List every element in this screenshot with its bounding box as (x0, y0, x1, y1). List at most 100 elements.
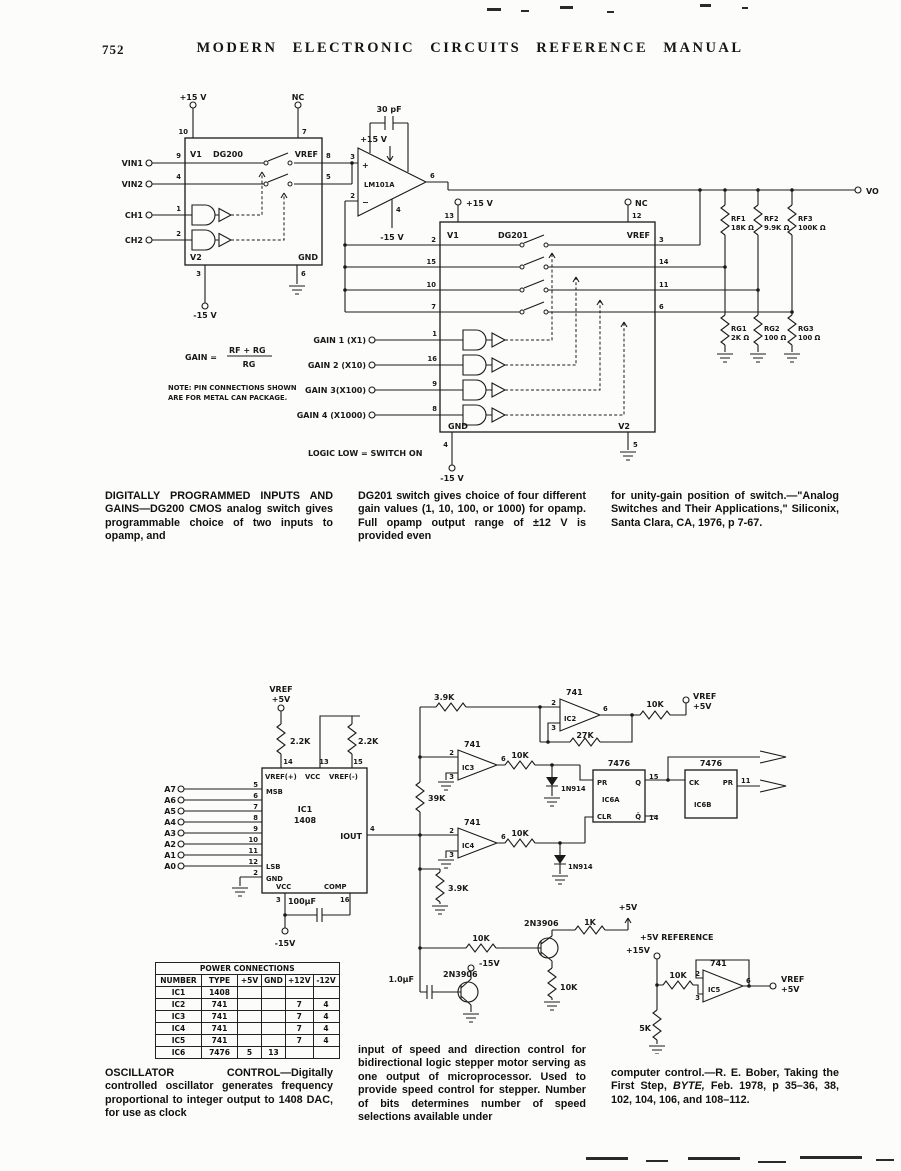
power-table-cell (237, 1022, 262, 1035)
dac-pin8: 8 (253, 814, 258, 822)
transistor-q2-label: 2N3906 (443, 970, 478, 979)
r10k-collector-label: 10K (560, 983, 578, 992)
dac-vcc-top-label: VCC (305, 773, 320, 781)
dg201-pin15: 15 (427, 258, 437, 266)
power-table-row: IC1 1408 (155, 986, 340, 999)
opamp-ic5-symbol (702, 969, 745, 1003)
dac-minus15-label: -15V (275, 939, 296, 948)
dg200-name-label: DG200 (213, 150, 243, 159)
gain-formula-lhs: GAIN = (185, 353, 217, 362)
ff-a-q-label: Q (635, 779, 641, 787)
ic4-pin2: 2 (449, 827, 454, 835)
r10k-a-label: 10K (511, 751, 529, 760)
dg200-vplus-label: +15 V (180, 93, 208, 102)
scan-artifact (876, 1159, 894, 1161)
gain2-label: GAIN 2 (X10) (308, 361, 366, 370)
dac-gnd-label: GND (266, 875, 283, 883)
ff-a-pr-label: PR (597, 779, 608, 787)
opamp-pin6: 6 (430, 172, 435, 180)
ff-a-clr-label: CLR (597, 813, 612, 821)
dg201-pin1: 1 (432, 330, 437, 338)
power-table-cell (312, 1046, 340, 1059)
dac-pin14: 14 (283, 758, 293, 766)
dg201-pin12: 12 (632, 212, 642, 220)
dac-ic1-label: IC1 (298, 805, 313, 814)
dg201-pin8: 8 (432, 405, 437, 413)
dg201-pin4: 4 (443, 441, 448, 449)
scan-artifact (688, 1157, 740, 1160)
opamp-minus-sign: − (362, 198, 369, 207)
caption2-col2: input of speed and direction control for… (358, 1044, 586, 1124)
r1k-label: 1K (584, 918, 597, 927)
r5k-label: 5K (639, 1024, 652, 1033)
power-table-header-row: NUMBER TYPE +5V GND +12V -12V (155, 974, 340, 987)
dac-comp-label: COMP (324, 883, 347, 891)
dg201-gnd-label: GND (448, 422, 468, 431)
ff-a-type-label: 7476 (608, 759, 631, 768)
ic2-type-label: 741 (566, 688, 583, 697)
power-table-cell: 4 (312, 1010, 340, 1023)
power-table-cell: 7476 (201, 1046, 238, 1059)
power-table-row: IC4 741 7 4 (155, 1022, 340, 1035)
ic5-pin2: 2 (695, 970, 700, 978)
input-a4-label: A4 (164, 818, 176, 827)
cap-100uf-label: 100μF (288, 897, 316, 906)
gain-formula-numerator: RF + RG (229, 346, 266, 355)
switch-blades (267, 152, 545, 311)
output-arrows (759, 750, 787, 793)
power-table-cell (261, 986, 286, 999)
power-table-cell: 7 (285, 1034, 314, 1047)
dg201-pin13: 13 (445, 212, 455, 220)
figure2-wiring (184, 703, 787, 1044)
opamp-ic2-symbol (559, 698, 602, 732)
dg201-pin6: 6 (659, 303, 664, 311)
figure1-wiring (152, 108, 855, 465)
flipflop-ic6a-box (592, 769, 646, 823)
input-a2-label: A2 (164, 840, 176, 849)
dac-vrefplus-label: VREF(+) (265, 773, 297, 781)
power-table-title-row: POWER CONNECTIONS (155, 962, 340, 975)
ff-a-pin14: 14 (649, 814, 659, 822)
dg201-pin7: 7 (431, 303, 436, 311)
r10k-ic5-label: 10K (669, 971, 687, 980)
power-table-cell: 741 (201, 998, 238, 1011)
dg201-v2-label: V2 (618, 422, 630, 431)
ic3-pin2: 2 (449, 749, 454, 757)
cap-30pf-label: 30 pF (376, 105, 401, 114)
ic5-name-label: IC5 (708, 986, 721, 994)
p5v-out-label: +5V (781, 985, 800, 994)
dac-pin10: 10 (249, 836, 259, 844)
power-table-cell: 741 (201, 1022, 238, 1035)
power-table-cell (237, 1010, 262, 1023)
dg201-pin2: 2 (431, 236, 436, 244)
p15v-label: +15V (626, 946, 651, 955)
power-table-cell: 13 (261, 1046, 286, 1059)
power-table-cell (261, 1034, 286, 1047)
power-table-row: IC2 741 7 4 (155, 998, 340, 1011)
dg201-pin16: 16 (428, 355, 438, 363)
dg200-ic-box (184, 137, 323, 266)
q2-minus15-label: -15V (479, 959, 500, 968)
dg201-pin3: 3 (659, 236, 664, 244)
caption1-col1: DIGITALLY PROGRAMMED INPUTS AND GAINS—DG… (105, 490, 333, 543)
dg201-name-label: DG201 (498, 231, 528, 240)
ic4-pin6: 6 (501, 833, 506, 841)
vo-label: VO (866, 187, 879, 196)
power-table-cell (312, 986, 340, 999)
caption2-col3-pre: computer control.—R. E. Bober, Taking th… (611, 1067, 839, 1093)
diode2-label: 1N914 (568, 863, 593, 871)
dac-pin4: 4 (370, 825, 375, 833)
ic4-pin3: 3 (449, 851, 454, 859)
ic2-pin6: 6 (603, 705, 608, 713)
dg200-pin6: 6 (301, 270, 306, 278)
opamp-pin3: 3 (350, 153, 355, 161)
input-a7-label: A7 (164, 785, 176, 794)
ic4-name-label: IC4 (462, 842, 475, 850)
note-line1: NOTE: PIN CONNECTIONS SHOWN (168, 384, 297, 392)
opamp-pin4: 4 (396, 206, 401, 214)
ic2-pin2: 2 (551, 699, 556, 707)
rg3-label: RG3 (798, 325, 814, 333)
opamp-name-label: LM101A (364, 181, 395, 189)
power-table-row: IC6 7476 5 13 (155, 1046, 340, 1059)
dg200-pin2: 2 (176, 230, 181, 238)
